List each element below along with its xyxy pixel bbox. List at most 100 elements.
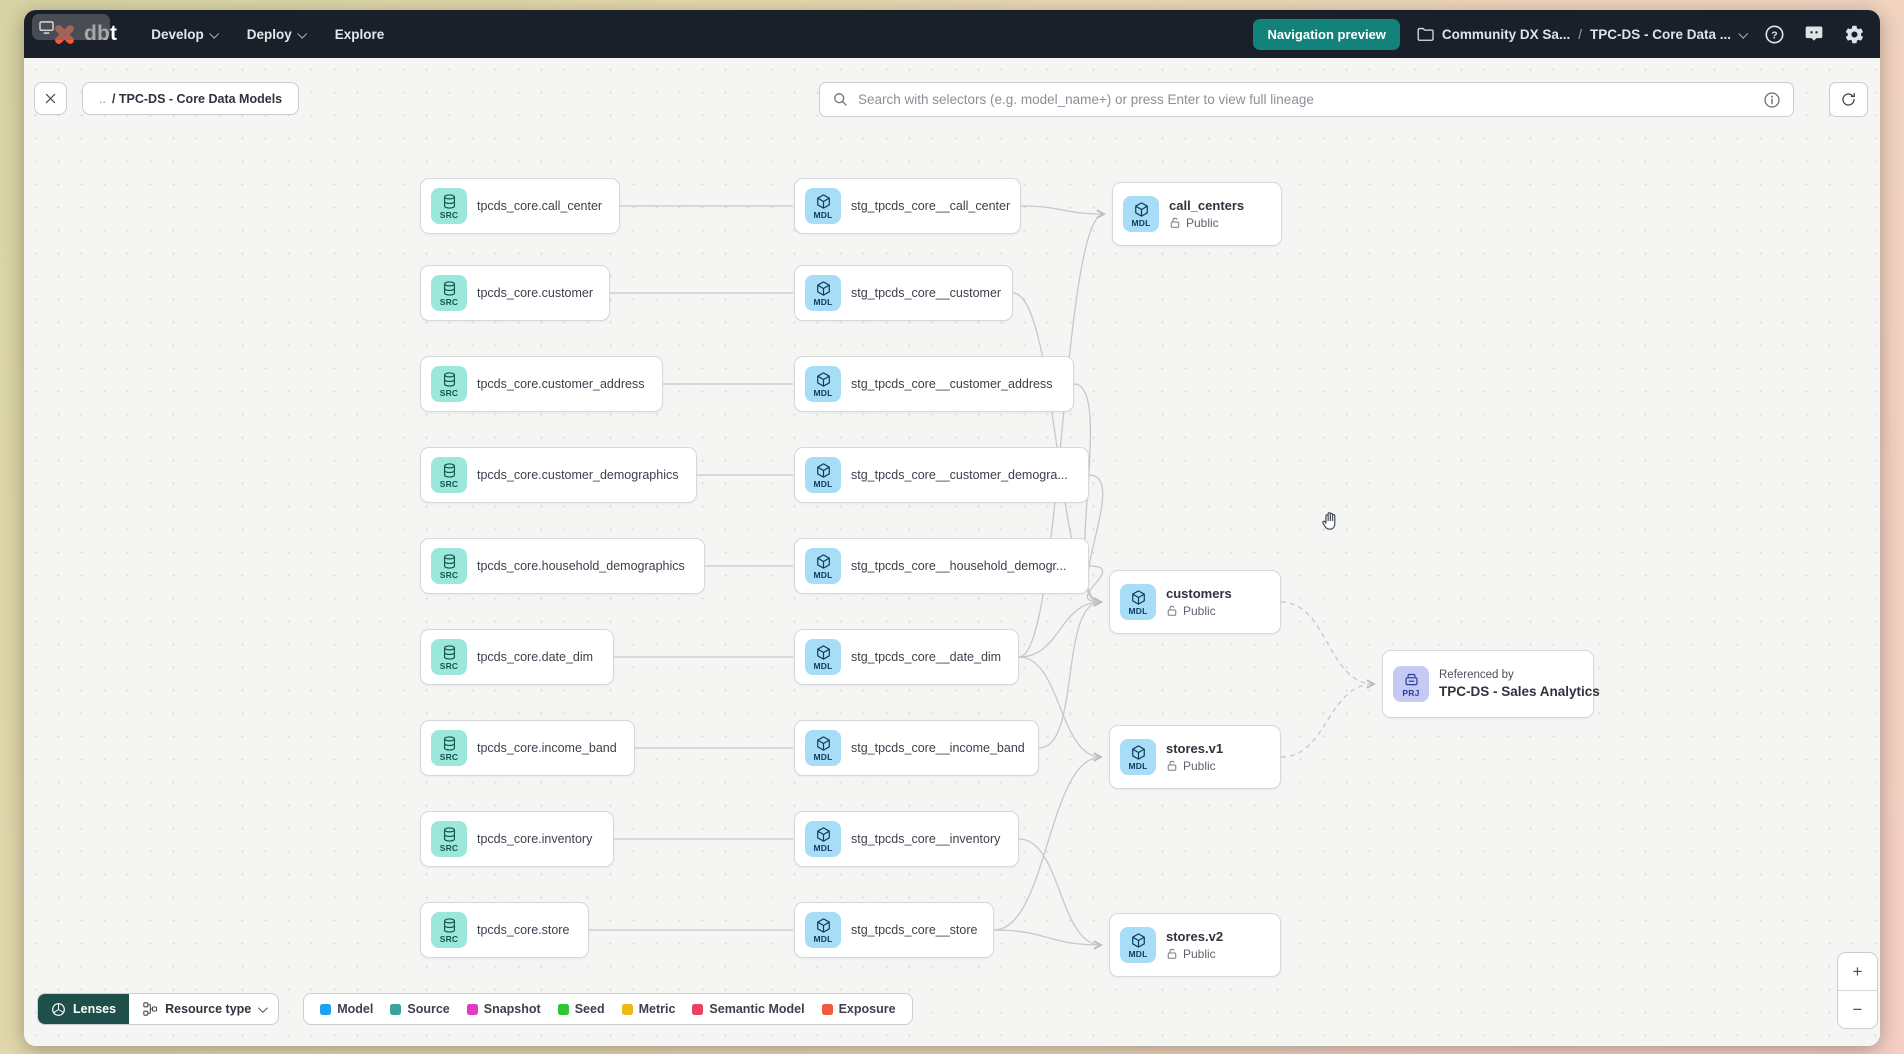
node-label: tpcds_core.date_dim [477, 650, 594, 664]
node-label: tpcds_core.customer_address [477, 377, 645, 391]
node-type-badge: MDL [805, 275, 841, 311]
model-cube-icon [816, 918, 830, 933]
legend-swatch [692, 1003, 704, 1015]
node-type-badge: MDL [805, 366, 841, 402]
legend-item-source: Source [390, 1002, 450, 1016]
source-database-icon [443, 372, 455, 387]
unlock-icon [1167, 760, 1177, 771]
breadcrumb-project[interactable]: Community DX Sa... [1441, 26, 1571, 42]
lineage-edge-stg5-mart2 [1018, 656, 1101, 757]
menu-label: Develop [151, 26, 204, 42]
feedback-icon[interactable] [1802, 22, 1826, 46]
lenses-icon [52, 1002, 65, 1016]
menu-item-develop[interactable]: Develop [151, 26, 219, 42]
model-cube-icon [816, 554, 830, 569]
zoom-out-button[interactable]: − [1838, 991, 1877, 1028]
menu-label: Deploy [246, 26, 292, 42]
menu-item-explore[interactable]: Explore [335, 27, 385, 42]
node-type-badge: MDL [805, 639, 841, 675]
info-icon[interactable] [1763, 91, 1781, 109]
source-database-icon [443, 827, 455, 842]
node-type-badge: MDL [1120, 739, 1156, 775]
model-cube-icon [1131, 933, 1145, 948]
node-label: stores.v1 [1166, 741, 1224, 756]
model-cube-icon [816, 463, 830, 478]
source-database-icon [443, 918, 455, 933]
node-label: stg_tpcds_core__customer_demogra... [851, 468, 1068, 482]
node-access: Public [1169, 216, 1244, 230]
lineage-edge-mart2-prj [1280, 684, 1374, 758]
legend-item-model: Model [320, 1002, 373, 1016]
resource-type-icon [143, 1002, 158, 1016]
node-access: Public [1166, 759, 1223, 773]
node-type-badge: MDL [1120, 927, 1156, 963]
menu-label: Explore [334, 26, 385, 42]
resource-type-dropdown[interactable]: Resource type [129, 994, 278, 1024]
lenses-button[interactable]: Lenses [38, 994, 130, 1024]
close-lineage-button[interactable] [34, 82, 67, 115]
breadcrumb: Community DX Sa... / TPC-DS - Core Data … [1416, 26, 1749, 42]
chevron-down-icon [209, 28, 219, 39]
source-database-icon [443, 281, 455, 296]
zoom-in-button[interactable]: + [1838, 953, 1877, 990]
menu-item-deploy[interactable]: Deploy [246, 26, 307, 42]
lineage-edge-stg5-mart1 [1018, 602, 1101, 658]
legend-swatch [821, 1003, 833, 1015]
lineage-edge-stg6-mart1 [1038, 602, 1101, 749]
refresh-button[interactable] [1829, 82, 1868, 117]
legend-item-semantic-model: Semantic Model [692, 1002, 805, 1016]
model-cube-icon [1134, 202, 1148, 217]
node-label: tpcds_core.household_demographics [477, 559, 685, 573]
model-cube-icon [1131, 590, 1145, 605]
lineage-edge-stg8-mart2 [993, 757, 1101, 931]
model-cube-icon [816, 281, 830, 296]
chip-label: / TPC-DS - Core Data Models [111, 91, 283, 106]
node-type-badge: MDL [805, 730, 841, 766]
node-label: stg_tpcds_core__inventory [851, 832, 1001, 846]
legend-item-metric: Metric [621, 1002, 675, 1016]
settings-gear-icon[interactable] [1842, 22, 1866, 46]
refresh-icon [1842, 92, 1855, 106]
lineage-breadcrumb-chip[interactable]: .. / TPC-DS - Core Data Models [82, 82, 300, 115]
chevron-down-icon[interactable] [1738, 28, 1749, 39]
lineage-edge-stg7-mart3 [1018, 838, 1101, 945]
node-label: tpcds_core.inventory [477, 832, 593, 846]
help-icon[interactable]: ? [1762, 22, 1786, 46]
node-referenced-by: Referenced by [1439, 669, 1514, 681]
main-menu: Develop Deploy Explore [151, 27, 384, 42]
model-cube-icon [1131, 745, 1145, 760]
navigation-preview-button[interactable]: Navigation preview [1253, 18, 1400, 50]
search-input[interactable] [858, 92, 1754, 107]
legend-swatch [621, 1003, 633, 1015]
node-type-badge: PRJ [1393, 666, 1429, 702]
breadcrumb-page[interactable]: TPC-DS - Core Data ... [1589, 26, 1731, 42]
lineage-node-src7[interactable]: SRC tpcds_core.inventory [420, 811, 614, 867]
model-cube-icon [816, 736, 830, 751]
source-database-icon [443, 554, 455, 569]
node-type-badge: SRC [431, 821, 467, 857]
